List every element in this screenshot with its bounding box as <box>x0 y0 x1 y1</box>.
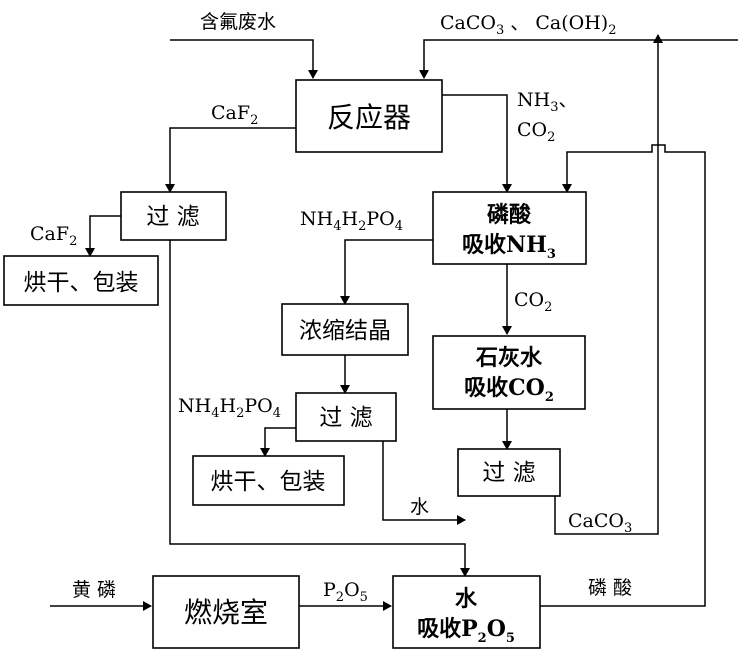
feed-lime-arrow <box>419 39 738 79</box>
phosphoric-recycle-arrow <box>540 144 706 607</box>
water-absorber-line2: 吸收P2O5 <box>417 616 515 646</box>
lime-feed-label: CaCO3 、 Ca(OH)2 <box>440 12 616 38</box>
absorber-to-concentrate-arrow <box>340 239 433 305</box>
caf2-top-label: CaF2 <box>211 102 258 128</box>
phosphoric-absorber-line2: 吸收NH3 <box>462 232 556 262</box>
filter2-water-arrow <box>382 441 466 525</box>
p2o5-label: P2O5 <box>323 579 368 605</box>
limewater-absorber-box <box>432 335 586 410</box>
water-absorber-line1: 水 <box>455 586 478 612</box>
limewater-line2: 吸收CO2 <box>464 375 554 405</box>
filter2-label: 过 滤 <box>319 405 372 431</box>
filter1-box <box>120 191 227 241</box>
feed-fluoride-arrow <box>170 39 318 79</box>
reactor-box <box>295 79 443 153</box>
drypack2-box <box>192 455 345 506</box>
nh4h2po4-lower-label: NH4H2PO4 <box>178 395 281 421</box>
drypack2-label: 烘干、包装 <box>211 469 326 495</box>
water-absorber-box <box>392 575 541 649</box>
filter1-filtrate-arrow <box>169 240 470 577</box>
caf2-left-label: CaF2 <box>30 223 77 249</box>
co2-mid-label: CO2 <box>514 289 552 315</box>
furnace-box <box>152 575 300 649</box>
filter2-to-drypack2-arrow <box>260 427 296 457</box>
water-label: 水 <box>410 496 429 518</box>
filter1-to-drypack1-arrow <box>85 215 121 257</box>
nh4h2po4-upper-label: NH4H2PO4 <box>300 208 403 234</box>
limewater-line1: 石灰水 <box>475 345 543 371</box>
phosphoric-acid-label: 磷 酸 <box>588 577 632 599</box>
phosphoric-absorber-box <box>432 191 587 265</box>
reactor-label: 反应器 <box>327 101 411 134</box>
concentrate-label: 浓缩结晶 <box>299 318 391 344</box>
fluoride-water-label: 含氟废水 <box>200 11 276 33</box>
concentrate-box <box>281 303 409 356</box>
phosphoric-absorber-line1: 磷酸 <box>487 202 532 228</box>
reactor-to-nh3-absorber-arrow <box>442 94 512 193</box>
caco3-recycle-arrow <box>554 34 663 535</box>
yellow-phosphorus-label: 黄 磷 <box>72 579 116 601</box>
caco3-right-label: CaCO3 <box>568 510 632 536</box>
filter3-label: 过 滤 <box>482 460 535 486</box>
furnace-label: 燃烧室 <box>184 596 268 629</box>
drypack1-box <box>3 255 159 306</box>
filter2-box <box>295 392 397 442</box>
filter1-label: 过 滤 <box>146 204 199 230</box>
filter3-box <box>457 448 561 497</box>
drypack1-label: 烘干、包装 <box>24 270 139 296</box>
reactor-to-filter1-arrow <box>165 127 296 193</box>
co2-top-label: CO2 <box>517 119 555 145</box>
nh3-label: NH3、 <box>517 89 578 115</box>
